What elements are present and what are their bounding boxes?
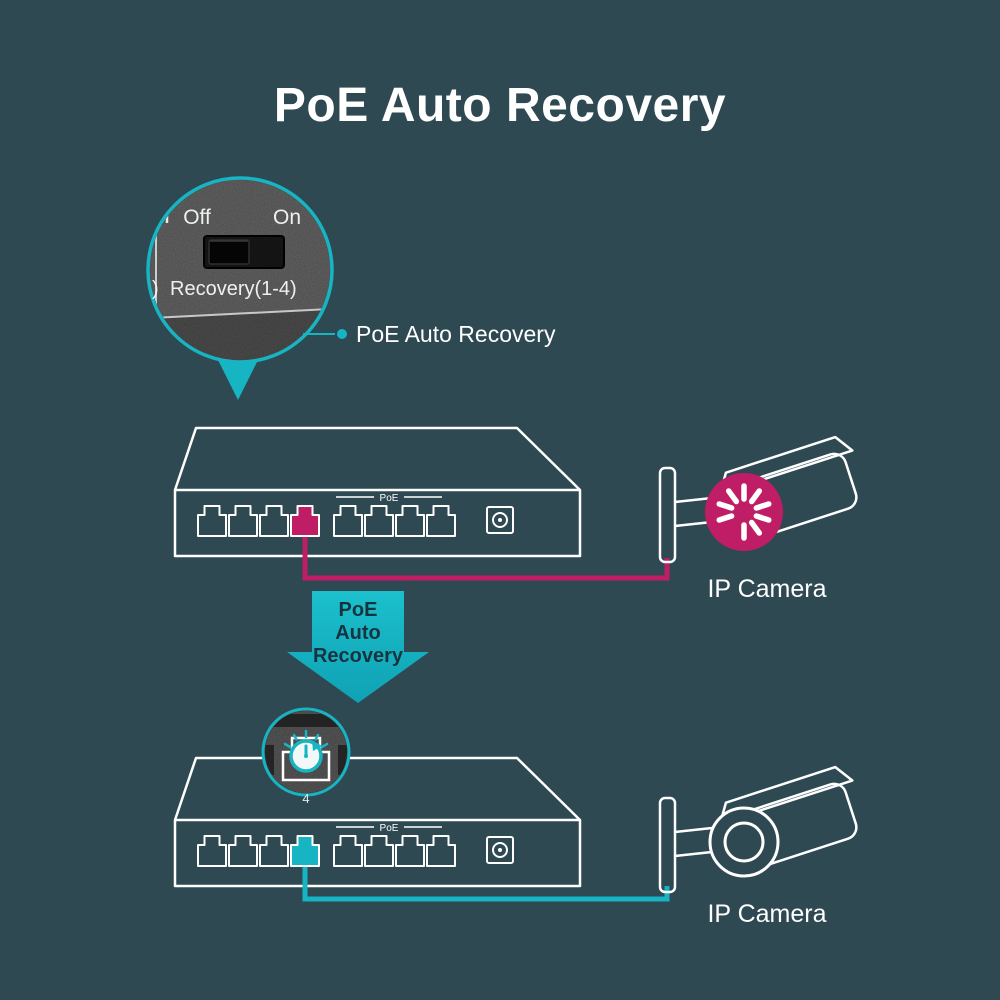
port-3 [259, 505, 289, 537]
ip-camera-top [658, 432, 871, 564]
panel-edge-line-bottom [151, 308, 330, 319]
timer-rays [283, 729, 329, 749]
switch-chassis-front [173, 488, 582, 558]
loading-spinner-icon [716, 483, 772, 541]
poe-switch-top [173, 426, 582, 558]
port-2 [228, 835, 258, 867]
poe-ports-label-top: PoE [380, 493, 399, 504]
port-2 [228, 505, 258, 537]
camera-lens-loading [705, 473, 783, 551]
ip-camera-bottom-label: IP Camera [707, 900, 826, 928]
port-1 [197, 505, 227, 537]
reboot-timer-icon [283, 729, 329, 773]
poe-switch-bottom [173, 756, 582, 888]
callout-dot [337, 329, 347, 339]
port-5 [333, 835, 363, 867]
power-port-pin [498, 518, 502, 522]
panel-slot [265, 714, 347, 727]
magnifier-inset: Off On ) Recovery(1-4) [146, 176, 334, 364]
timer-arrowhead [312, 740, 322, 751]
port-5 [333, 505, 363, 537]
arrow-label-line1: PoE [339, 599, 378, 621]
timer-center-dot [304, 754, 308, 758]
ethernet-ports-bottom [197, 835, 456, 867]
port-zoom-inset: 4 [261, 707, 351, 806]
dip-switch [203, 235, 285, 269]
poe-cable-top [302, 537, 670, 581]
partial-left-label: ) [152, 278, 159, 300]
power-port-outline [486, 836, 514, 864]
recovery-range-label: Recovery(1-4) [170, 278, 297, 300]
port-number-label: 4 [302, 791, 309, 806]
power-port-pin [498, 848, 502, 852]
ip-camera-top-label: IP Camera [707, 575, 826, 603]
switch-chassis-front [173, 818, 582, 888]
off-label: Off [183, 206, 211, 229]
ethernet-ports-top [197, 505, 456, 537]
power-port-outline [486, 506, 514, 534]
recovery-arrow [287, 591, 429, 703]
port-6 [364, 835, 394, 867]
power-port-ring [492, 512, 508, 528]
camera-lens-inner [723, 821, 765, 863]
port-1 [197, 835, 227, 867]
neighbor-port-left [265, 745, 274, 775]
switch-chassis-top [173, 756, 581, 821]
on-label: On [273, 206, 301, 229]
port-7 [395, 505, 425, 537]
poe-cable-bottom [302, 867, 670, 902]
callout-label: PoE Auto Recovery [356, 321, 556, 347]
port-7 [395, 835, 425, 867]
neighbor-port-right [338, 745, 347, 775]
arrow-label-line3: Recovery [313, 645, 404, 667]
power-port-ring [492, 842, 508, 858]
switch-chassis-top [173, 426, 581, 491]
port-4-highlighted [290, 505, 320, 537]
port-8 [426, 835, 456, 867]
port-6 [364, 505, 394, 537]
port-8 [426, 505, 456, 537]
page-title: PoE Auto Recovery [273, 79, 727, 132]
port-3 [259, 835, 289, 867]
camera-lens-outer [708, 806, 780, 878]
port-4-highlighted [290, 835, 320, 867]
ip-camera-bottom [658, 762, 871, 894]
zoomed-port [281, 736, 331, 782]
dip-switch-knob [208, 239, 250, 265]
poe-ports-label-bottom: PoE [380, 823, 399, 834]
arrow-label-line2: Auto [335, 622, 381, 644]
